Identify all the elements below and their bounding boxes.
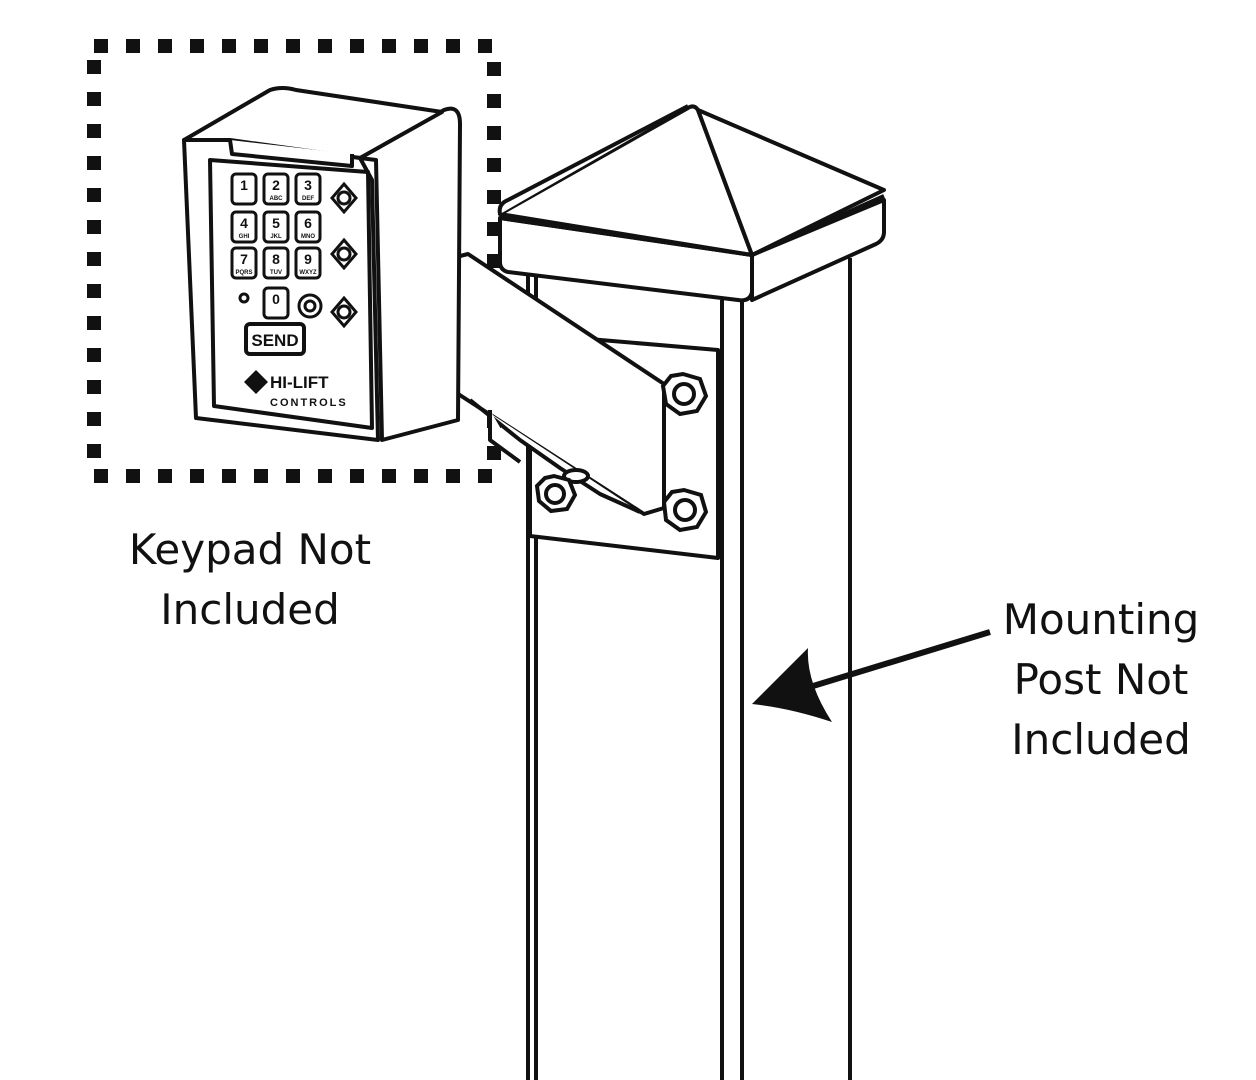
function-key-middle — [330, 237, 358, 271]
brand-logo-name: HI-LIFT — [270, 373, 329, 392]
keypad-led — [238, 292, 250, 304]
send-key: SEND — [244, 322, 306, 356]
keypad-key-letters: PQRS — [235, 270, 252, 276]
keypad-key-digit: 7 — [240, 251, 248, 267]
brand-logo-sub: CONTROLS — [270, 397, 348, 409]
keypad-dashed-outline — [87, 39, 501, 483]
keypad-key-1: 1 — [230, 172, 258, 206]
post-label-line3: Included — [1011, 715, 1191, 764]
keypad-key-digit: 1 — [240, 177, 248, 193]
keypad-label-line1: Keypad Not — [128, 525, 372, 574]
keypad-key-digit: 2 — [272, 177, 280, 193]
keypad-function-keys — [330, 181, 358, 329]
bolt-bottom-left — [534, 473, 578, 514]
keypad-key-letters: GHI — [239, 234, 250, 240]
function-key-up — [330, 181, 358, 215]
keypad-key-digit: 8 — [272, 251, 280, 267]
keypad-key-letters: WXYZ — [299, 270, 317, 276]
keypad-key-letters: MNO — [301, 234, 315, 240]
keypad-key-letters: JKL — [270, 234, 282, 240]
keypad-key-digit: 3 — [304, 177, 312, 193]
mounting-post-not-included-label: Mounting Post Not Included — [976, 590, 1226, 770]
keypad-key-digit: 0 — [272, 291, 280, 307]
keypad-key-letters: DEF — [302, 196, 314, 202]
post-label-line2: Post Not — [1013, 655, 1189, 704]
post-callout-arrow — [752, 629, 991, 722]
keypad-key-digit: 6 — [304, 215, 312, 231]
bolt-top-right — [660, 371, 709, 417]
keypad-key-0: 0 — [262, 286, 290, 320]
keypad-bell-key — [297, 293, 323, 319]
post-cap — [497, 104, 886, 303]
bolt-bottom-right — [661, 487, 709, 533]
keypad-key-letters: ABC — [270, 196, 284, 202]
brand-logo: HI-LIFT CONTROLS — [244, 370, 348, 409]
keypad-key-digit: 5 — [272, 215, 280, 231]
function-key-down — [330, 295, 358, 329]
keypad-not-included-label: Keypad Not Included — [100, 520, 400, 640]
post-label-line1: Mounting — [1002, 595, 1200, 644]
keypad-label-line2: Included — [160, 585, 340, 634]
keypad-key-digit: 4 — [240, 215, 248, 231]
keypad-key-digit: 9 — [304, 251, 312, 267]
keypad-key-letters: TUV — [270, 270, 282, 276]
send-key-label: SEND — [251, 331, 298, 350]
